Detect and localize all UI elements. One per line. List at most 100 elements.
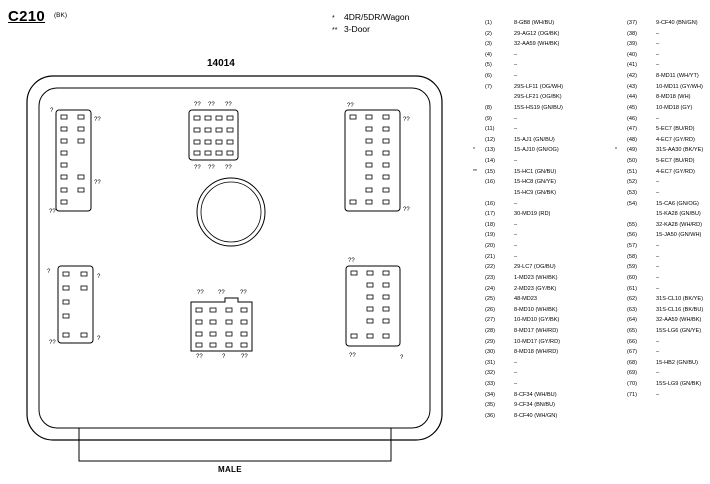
pin-circuit: –	[656, 30, 660, 37]
connector-title: C210	[8, 8, 46, 25]
legend: *4DR/5DR/Wagon **3-Door	[332, 12, 409, 36]
pin-circuit: –	[514, 158, 518, 165]
pin-circuit: 9-CF34 (BN/BU)	[514, 402, 556, 409]
pin-circuit: 15-HB2 (GN/BU)	[656, 359, 698, 366]
cavity-labels: ? ?? ?? ?? ?? ?? ?? ?? ?? ?? ?? ?? ?? ? …	[47, 102, 410, 361]
pin-number: (8)	[485, 104, 492, 111]
pin-number: (1)	[485, 20, 492, 26]
pin-number: (46)	[627, 115, 637, 122]
pin-circuit: 15-HC8 (GN/YE)	[514, 179, 556, 186]
pin-circuit: 15S-LG9 (GN/BK)	[656, 381, 702, 388]
cavity-label: ?	[222, 354, 226, 360]
pin-number: (42)	[627, 73, 637, 80]
cavity-block-top-center	[188, 109, 239, 161]
pin-circuit: 10-MD18 (GY)	[656, 104, 693, 111]
cavity-label: ?	[97, 274, 101, 280]
pin-circuit: –	[656, 41, 660, 48]
legend-item: *4DR/5DR/Wagon	[332, 12, 409, 24]
pin-number: (31)	[485, 359, 495, 366]
pin-number: (27)	[485, 317, 495, 324]
cavity-label: ??	[208, 165, 215, 171]
pin-circuit: 15-HC1 (GN/BU)	[514, 168, 557, 175]
pin-number: (20)	[485, 243, 495, 250]
pin-number: (39)	[627, 41, 637, 48]
connector-body-inner	[38, 87, 431, 429]
cavity-label: ??	[225, 165, 232, 171]
pin-circuit: –	[656, 274, 660, 281]
pin-number: (3)	[485, 41, 492, 48]
pin-circuit: –	[656, 349, 660, 356]
pin-circuit: –	[656, 253, 660, 260]
cavity-label: ?	[50, 108, 54, 114]
legend-mark: **	[332, 27, 338, 34]
pin-circuit: 15S-HS19 (GN/BU)	[514, 104, 563, 111]
cavity-label: ??	[218, 290, 225, 296]
pin-number: (64)	[627, 317, 637, 324]
pin-circuit: 5-EC7 (BU/RD)	[656, 126, 695, 133]
pin-circuit: 8-MD18 (WH)	[656, 94, 691, 101]
pin-number: (57)	[627, 243, 637, 250]
pin-circuit: –	[514, 73, 518, 80]
pin-number: (52)	[627, 179, 637, 186]
pin-number: (68)	[627, 359, 637, 366]
pin-number: (30)	[485, 349, 495, 356]
pin-circuit: 8-MD10 (WH/BK)	[514, 306, 558, 313]
pin-circuit: –	[514, 243, 518, 250]
pin-circuit: –	[514, 253, 518, 260]
pin-number: (6)	[485, 73, 492, 80]
connector-gender-label: MALE	[218, 465, 242, 474]
pin-circuit: 9-CF40 (BN/GN)	[656, 20, 698, 26]
legend-item: **3-Door	[332, 24, 409, 36]
pin-number: (12)	[485, 136, 495, 143]
pin-circuit: 10-MD11 (GY/WH)	[656, 83, 703, 90]
cavity-label: ??	[194, 165, 201, 171]
pin-number: (50)	[627, 158, 637, 165]
pin-number: (59)	[627, 264, 637, 271]
pin-circuit: –	[656, 243, 660, 250]
pin-number: (70)	[627, 381, 637, 388]
cavity-label: ??	[348, 258, 355, 264]
pin-circuit: –	[514, 62, 518, 69]
pin-number: (61)	[627, 285, 637, 292]
connector-skirt	[78, 428, 392, 462]
pin-circuit: 15-AJ1 (GN/BU)	[514, 136, 555, 143]
pin-number: (5)	[485, 62, 492, 69]
pin-number: (69)	[627, 370, 637, 377]
pin-circuit: 15-HC9 (GN/BK)	[514, 189, 556, 196]
pin-mark: *	[473, 147, 475, 154]
pin-number: (25)	[485, 296, 495, 303]
pin-circuit: 4-EC7 (GY/RD)	[656, 168, 695, 175]
pin-number: (18)	[485, 221, 495, 228]
cavity-label: ??	[208, 102, 215, 108]
pin-circuit: –	[656, 285, 660, 292]
cavity-block-bottom-left	[57, 265, 94, 344]
pin-number: (16)	[485, 200, 495, 207]
pin-circuit: 32-AA59 (WH/BK)	[514, 41, 560, 48]
pin-number: (4)	[485, 51, 492, 58]
part-number: 14014	[207, 58, 235, 69]
pin-circuit: 30-MD19 (RD)	[514, 211, 551, 218]
pin-number: (67)	[627, 349, 637, 356]
cavity-label: ??	[194, 102, 201, 108]
pin-circuit: 29S-LF11 (OG/WH)	[514, 83, 564, 90]
cavity-block-top-left	[55, 109, 92, 212]
pin-number: (32)	[485, 370, 495, 377]
pin-circuit: –	[514, 126, 518, 133]
pin-mark: **	[473, 168, 477, 175]
pin-circuit: –	[514, 221, 518, 228]
cavity-label: ??	[403, 117, 410, 123]
pin-number: (62)	[627, 296, 637, 303]
pin-circuit: 29S-LF21 (OG/BK)	[514, 94, 562, 101]
pin-number: (55)	[627, 221, 637, 228]
pin-number: (15)	[485, 168, 495, 175]
pin-circuit: –	[514, 51, 518, 58]
cavity-block-bottom-center	[190, 297, 253, 352]
pin-number: (23)	[485, 274, 495, 281]
connector-color: (BK)	[54, 12, 67, 19]
pin-number: (24)	[485, 285, 495, 292]
cavity-label: ??	[49, 209, 56, 215]
pin-number: (29)	[485, 338, 495, 345]
pin-circuit: –	[514, 232, 518, 239]
pin-circuit: 8-CF34 (WH/BU)	[514, 391, 557, 398]
pin-circuit: 1-MD23 (WH/BK)	[514, 274, 558, 281]
